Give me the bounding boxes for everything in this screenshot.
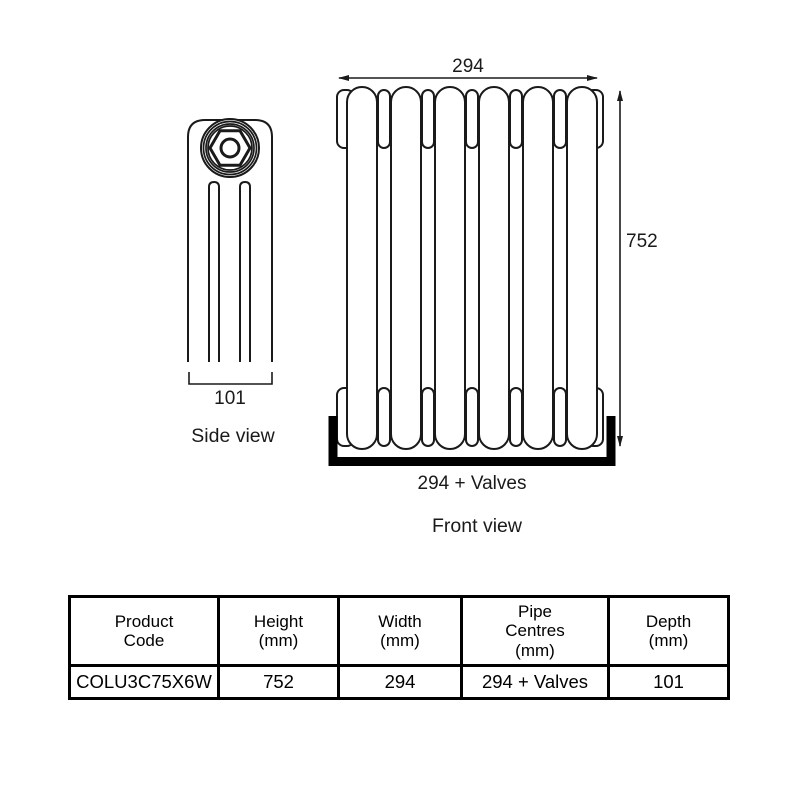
side-depth-dimension: 101 [214,388,246,409]
table-header-width: Width(mm) [337,595,463,667]
back-column-top [421,89,435,149]
valve-ring-icon [202,120,258,176]
table-cell-width: 294 [337,664,463,700]
front-column-tube [390,86,422,450]
table-cell-height: 752 [217,664,340,700]
back-column-top [509,89,523,149]
back-column-top [553,89,567,149]
side-valve-cap [200,118,260,178]
table-cell-depth: 101 [607,664,730,700]
table-header-depth: Depth(mm) [607,595,730,667]
front-width-dimension: 294 [452,56,484,77]
valve-ring-icon [207,125,253,171]
height-dimension-arrow [617,90,623,447]
arrowhead-down-icon [617,436,623,447]
front-view [336,86,604,450]
table-data-row: COLU3C75X6W 752 294 294 + Valves 101 [68,664,730,700]
front-column-tube [566,86,598,450]
back-column-top [465,89,479,149]
arrowhead-left-icon [338,75,349,81]
front-column-tube [478,86,510,450]
front-column-tube [522,86,554,450]
front-height-dimension: 752 [626,231,658,252]
arrowhead-up-icon [617,90,623,101]
side-depth-bracket [188,372,273,385]
back-column-bottom [509,387,523,447]
arrowhead-right-icon [587,75,598,81]
back-column-bottom [421,387,435,447]
back-column-bottom [465,387,479,447]
side-groove [208,180,220,362]
front-column-tube [346,86,378,450]
back-column-bottom [377,387,391,447]
front-view-label: Front view [432,515,523,537]
table-cell-pipe-centres: 294 + Valves [460,664,610,700]
table-cell-product-code: COLU3C75X6W [68,664,220,700]
back-column-bottom [553,387,567,447]
back-column-top [377,89,391,149]
side-view [187,118,273,385]
width-dimension-arrow [338,75,598,81]
side-groove [239,180,251,362]
radiator-diagram: 101 Side view [187,56,658,537]
side-view-label: Side view [191,425,275,447]
table-header-height: Height(mm) [217,595,340,667]
pipe-centres-dimension: 294 + Valves [418,473,527,494]
front-column-tube [434,86,466,450]
pipe-centres-bracket [328,416,616,466]
valve-ring-icon [205,123,255,173]
valve-center-hole-icon [219,137,241,159]
